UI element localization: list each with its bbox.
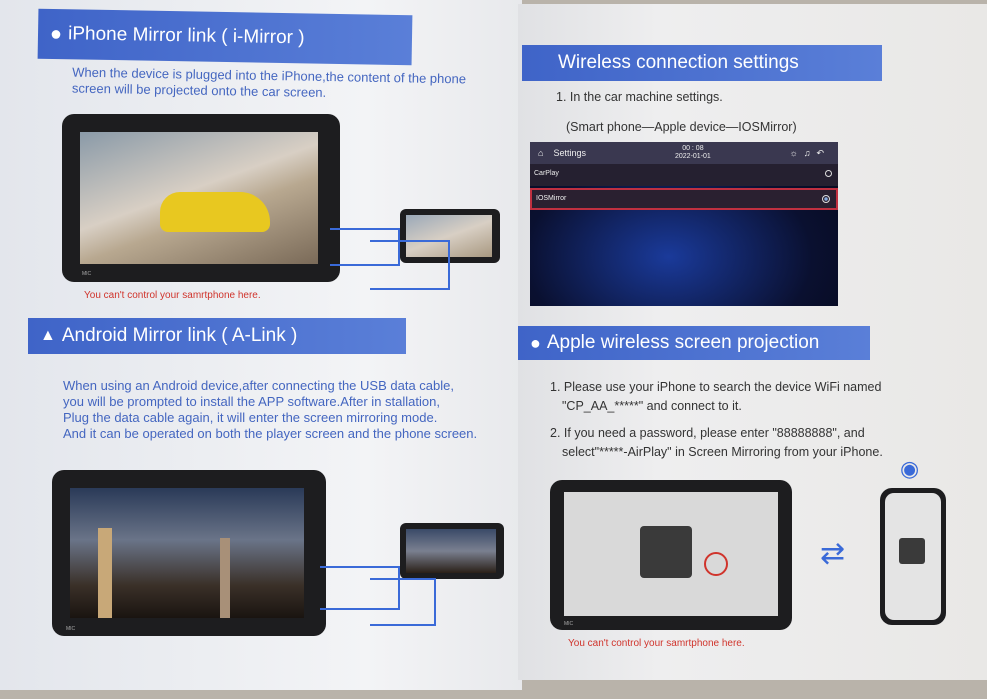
mic-label: MIC bbox=[66, 626, 76, 632]
apple-icon: ● bbox=[49, 22, 63, 45]
home-icon: ⌂ bbox=[538, 148, 544, 158]
section-description: When the device is plugged into the iPho… bbox=[72, 65, 466, 104]
screen-mirroring-dialog bbox=[640, 526, 692, 578]
path-text: (Smart phone—Apple device—IOSMirror) bbox=[566, 120, 797, 134]
mic-label: MIC bbox=[564, 621, 574, 627]
description-line: When using an Android device,after conne… bbox=[63, 378, 454, 393]
section-banner-wireless-settings: Wireless connection settings bbox=[522, 45, 882, 81]
radio-unselected[interactable] bbox=[825, 170, 832, 177]
brightness-icon: ☼ bbox=[789, 147, 804, 158]
settings-item-carplay[interactable]: CarPlay bbox=[530, 164, 838, 186]
section-description: When using an Android device,after conne… bbox=[63, 378, 477, 442]
mic-label: MIC bbox=[82, 271, 92, 277]
car-picture bbox=[160, 192, 270, 232]
section-title: iPhone Mirror link ( i-Mirror ) bbox=[67, 23, 305, 49]
volume-icon: ♫ bbox=[803, 147, 817, 158]
step-line: "CP_AA_*****" and connect to it. bbox=[562, 399, 742, 413]
note-text: You can't control your samrtphone here. bbox=[568, 638, 745, 649]
cable-line bbox=[370, 240, 450, 290]
item-label: IOSMirror bbox=[536, 195, 567, 202]
settings-item-iosmirror[interactable]: IOSMirror bbox=[530, 188, 838, 210]
item-label: CarPlay bbox=[534, 170, 559, 177]
section-title: Wireless connection settings bbox=[558, 52, 799, 73]
phone-image bbox=[880, 488, 946, 625]
section-banner-android-mirror: ▲ Android Mirror link ( A-Link ) bbox=[28, 318, 406, 354]
cable-line bbox=[330, 228, 400, 266]
header-icons: ☼♫↶ bbox=[789, 148, 830, 159]
description-line: And it can be operated on both the playe… bbox=[63, 426, 478, 441]
car-screen-image: MIC bbox=[550, 480, 792, 630]
date: 2022-01-01 bbox=[675, 153, 711, 160]
step-line: select"*****-AirPlay" in Screen Mirrorin… bbox=[562, 445, 883, 459]
step-1: 1. Please use your iPhone to search the … bbox=[550, 378, 881, 416]
wifi-icon: ◉ bbox=[900, 456, 920, 481]
description-line: you will be prompted to install the APP … bbox=[63, 394, 440, 409]
time: 00 : 08 bbox=[682, 145, 704, 152]
step-line: 2. If you need a password, please enter … bbox=[550, 426, 865, 440]
car-screen-image: MIC bbox=[62, 114, 340, 282]
cable-line bbox=[320, 566, 400, 610]
step-line: 1. Please use your iPhone to search the … bbox=[550, 380, 882, 394]
android-icon: ▲ bbox=[40, 327, 56, 344]
step-text: 1. In the car machine settings. bbox=[556, 90, 723, 104]
section-banner-iphone-mirror: ● iPhone Mirror link ( i-Mirror ) bbox=[37, 8, 413, 66]
swap-arrows-icon: ⇄ bbox=[820, 537, 846, 570]
section-banner-apple-wireless: ● Apple wireless screen projection bbox=[518, 326, 870, 360]
section-title: Android Mirror link ( A-Link ) bbox=[61, 325, 298, 346]
back-icon: ↶ bbox=[816, 147, 830, 158]
radio-selected[interactable] bbox=[822, 195, 830, 203]
phone-image bbox=[400, 209, 500, 263]
no-touch-icon bbox=[704, 552, 728, 576]
phone-image bbox=[400, 523, 504, 579]
step-2: 2. If you need a password, please enter … bbox=[550, 424, 883, 462]
description-line: Plug the data cable again, it will enter… bbox=[63, 410, 438, 425]
settings-title: Settings bbox=[553, 148, 586, 158]
car-screen-image: MIC bbox=[52, 470, 326, 636]
apple-icon: ● bbox=[530, 332, 541, 353]
cable-line bbox=[370, 578, 436, 626]
section-title: Apple wireless screen projection bbox=[546, 332, 820, 353]
note-text: You can't control your samrtphone here. bbox=[84, 290, 261, 301]
